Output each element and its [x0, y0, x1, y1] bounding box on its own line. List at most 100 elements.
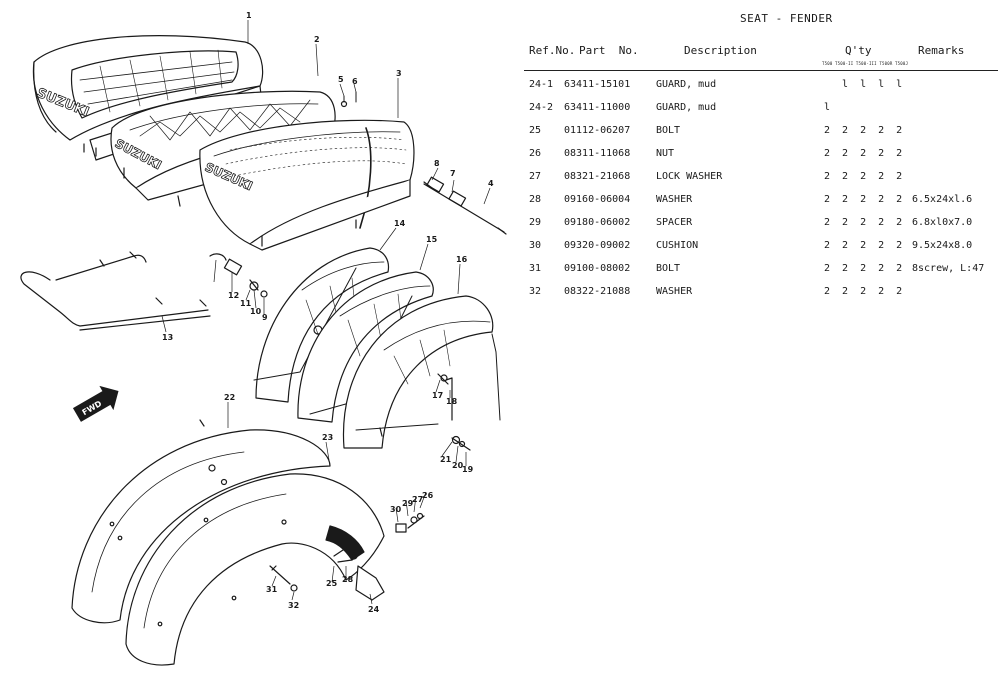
description: LOCK WASHER [656, 171, 723, 182]
part-no: 08322-21088 [564, 286, 631, 297]
ref-no: 27 [529, 171, 542, 182]
quantity: 2 2 2 2 2 [824, 171, 906, 182]
remarks: 6.8xl0x7.0 [912, 217, 973, 228]
rear-fender-23 [125, 473, 385, 666]
quantity: 2 2 2 2 2 [824, 286, 906, 297]
table-row: 26 08311-11068 NUT 2 2 2 2 2 [0, 148, 1000, 168]
callout-24: 24 [368, 605, 380, 614]
header-description: Description [684, 44, 757, 57]
callout-1: 1 [246, 11, 252, 20]
description: WASHER [656, 286, 693, 297]
callout-15: 15 [426, 235, 438, 244]
callout-28: 28 [342, 575, 354, 584]
callout-22: 22 [224, 393, 235, 402]
header-divider [524, 70, 998, 71]
ref-no: 31 [529, 263, 542, 274]
part-no: 08321-21068 [564, 171, 631, 182]
callout-2: 2 [314, 35, 320, 44]
ref-no: 32 [529, 286, 542, 297]
ref-no: 24-2 [529, 102, 554, 113]
ref-no: 30 [529, 240, 542, 251]
part-no: 63411-15101 [564, 79, 631, 90]
qty-model-codes: T500 T500-II T500-III T500R T500J [822, 61, 909, 66]
table-row: 24-2 63411-11000 GUARD, mud l [0, 102, 1000, 122]
remarks: 9.5x24x8.0 [912, 240, 973, 251]
part-no: 08311-11068 [564, 148, 631, 159]
callout-11: 11 [240, 299, 252, 308]
callout-26: 26 [422, 491, 434, 500]
quantity: 2 2 2 2 2 [824, 240, 906, 251]
quantity: 2 2 2 2 2 [824, 217, 906, 228]
table-row: 32 08322-21088 WASHER 2 2 2 2 2 [0, 286, 1000, 306]
callout-9: 9 [262, 313, 268, 322]
seat-3: SUZUKI [199, 119, 415, 251]
description: CUSHION [656, 240, 699, 251]
ref-no: 29 [529, 217, 542, 228]
header-ref-no: Ref.No. [529, 44, 576, 57]
description: WASHER [656, 194, 693, 205]
callout-17: 17 [432, 391, 443, 400]
part-no: 09100-08002 [564, 263, 631, 274]
part-no: 09180-06002 [564, 217, 631, 228]
description: SPACER [656, 217, 693, 228]
callout-16: 16 [456, 255, 468, 264]
ref-no: 28 [529, 194, 542, 205]
callout-4: 4 [488, 179, 494, 188]
part-no: 09320-09002 [564, 240, 631, 251]
table-row: 31 09100-08002 BOLT 2 2 2 2 2 8screw, L:… [0, 263, 1000, 283]
table-row: 30 09320-09002 CUSHION 2 2 2 2 2 9.5x24x… [0, 240, 1000, 260]
callout-7: 7 [450, 169, 456, 178]
remarks: 6.5x24xl.6 [912, 194, 973, 205]
callout-13: 13 [162, 333, 173, 342]
part-no: 63411-11000 [564, 102, 631, 113]
quantity: l l l l [824, 79, 906, 90]
callout-29: 29 [402, 499, 414, 508]
callout-30: 30 [390, 505, 402, 514]
header-qty: Q'ty [845, 44, 872, 57]
exploded-parts-diagram: SUZUKI SUZUKI SUZUKI [20, 11, 507, 666]
table-row: 29 09180-06002 SPACER 2 2 2 2 2 6.8xl0x7… [0, 217, 1000, 237]
description: GUARD, mud [656, 79, 717, 90]
page-title: SEAT - FENDER [740, 12, 833, 25]
remarks: 8screw, L:47 [912, 263, 985, 274]
description: BOLT [656, 125, 681, 136]
quantity: 2 2 2 2 2 [824, 148, 906, 159]
ref-no: 25 [529, 125, 542, 136]
ref-no: 24-1 [529, 79, 554, 90]
quantity: 2 2 2 2 2 [824, 194, 906, 205]
grab-rail [20, 251, 211, 331]
callout-10: 10 [250, 307, 262, 316]
callout-18: 18 [446, 397, 458, 406]
callout-12: 12 [228, 291, 239, 300]
callout-25: 25 [326, 579, 338, 588]
header-part-no: Part No. [579, 44, 639, 57]
part-no: 09160-06004 [564, 194, 631, 205]
callout-31: 31 [266, 585, 278, 594]
description: BOLT [656, 263, 681, 274]
table-row: 24-1 63411-15101 GUARD, mud l l l l [0, 79, 1000, 99]
callout-6: 6 [352, 77, 358, 86]
forward-arrow-icon: FWD [72, 385, 119, 422]
table-row: 28 09160-06004 WASHER 2 2 2 2 2 6.5x24xl… [0, 194, 1000, 214]
callout-labels: 1 2 3 4 5 6 7 8 9 10 11 12 13 14 15 16 1… [162, 11, 494, 614]
quantity: l [824, 102, 834, 113]
callout-8: 8 [434, 159, 440, 168]
quantity: 2 2 2 2 2 [824, 263, 906, 274]
callout-5: 5 [338, 75, 344, 84]
header-remarks: Remarks [918, 44, 965, 57]
callout-20: 20 [452, 461, 464, 470]
callout-27: 27 [412, 495, 423, 504]
description: GUARD, mud [656, 102, 717, 113]
table-row: 25 01112-06207 BOLT 2 2 2 2 2 [0, 125, 1000, 145]
part-no: 01112-06207 [564, 125, 631, 136]
callout-19: 19 [462, 465, 474, 474]
callout-14: 14 [394, 219, 406, 228]
description: NUT [656, 148, 675, 159]
quantity: 2 2 2 2 2 [824, 125, 906, 136]
callout-21: 21 [440, 455, 452, 464]
front-fender-16 [342, 295, 501, 449]
callout-32: 32 [288, 601, 299, 610]
callout-3: 3 [396, 69, 402, 78]
table-row: 27 08321-21068 LOCK WASHER 2 2 2 2 2 [0, 171, 1000, 191]
callout-23: 23 [322, 433, 333, 442]
